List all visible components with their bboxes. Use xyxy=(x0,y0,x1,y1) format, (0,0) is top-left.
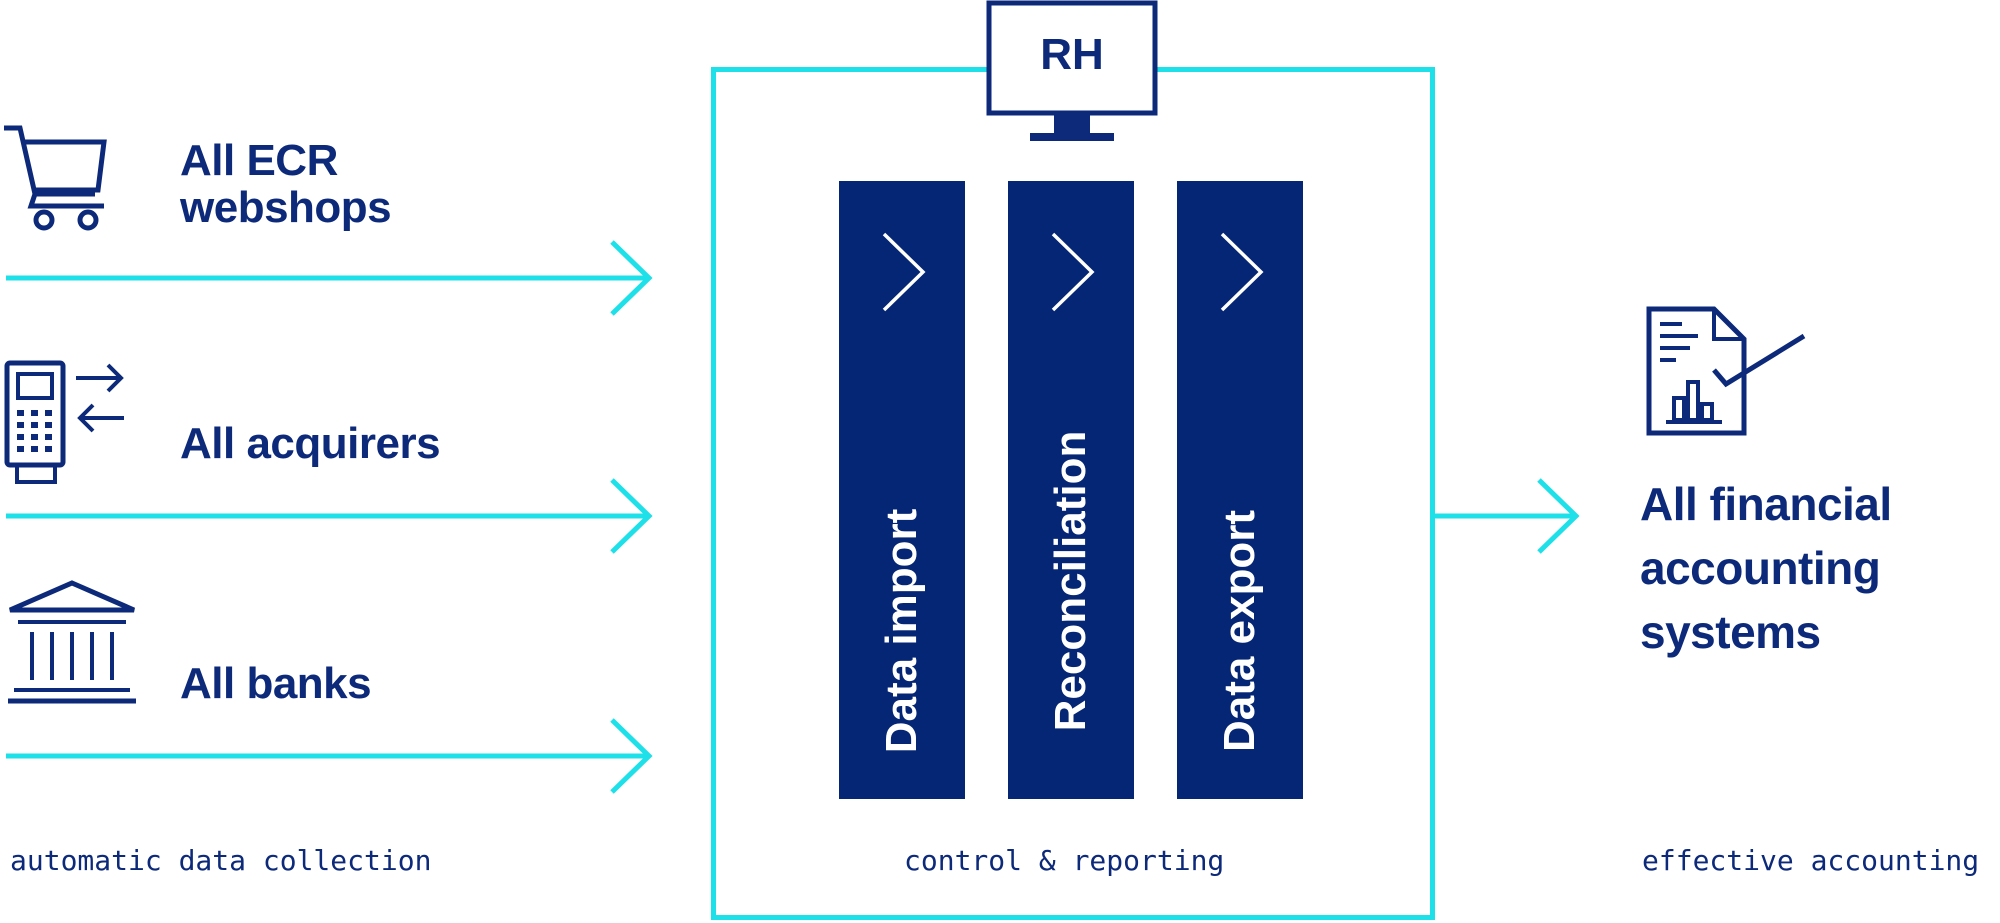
arrow-acquirers xyxy=(6,478,656,554)
column-label-data-export: Data export xyxy=(1215,509,1264,753)
chevron-right-icon xyxy=(1050,231,1095,313)
caption-left: automatic data collection xyxy=(10,844,432,877)
monitor-icon xyxy=(986,0,1158,145)
output-label: All financial accounting systems xyxy=(1640,478,1892,658)
source-label-banks: All banks xyxy=(180,659,372,708)
caption-center: control & reporting xyxy=(904,844,1225,877)
column-data-import: Data import xyxy=(839,181,965,799)
monitor-label: RH xyxy=(1040,30,1104,79)
report-document-icon xyxy=(1646,306,1806,438)
arrow-webshops xyxy=(6,240,656,316)
source-label-webshops: All ECR webshops xyxy=(180,136,392,232)
column-label-data-import: Data import xyxy=(877,508,926,754)
arrow-output xyxy=(1435,478,1581,554)
column-reconciliation: Reconciliation xyxy=(1008,181,1134,799)
shopping-cart-icon xyxy=(0,125,110,234)
payment-terminal-icon xyxy=(4,360,128,486)
caption-right: effective accounting xyxy=(1642,844,1980,877)
column-label-reconciliation: Reconciliation xyxy=(1046,430,1095,732)
column-data-export: Data export xyxy=(1177,181,1303,799)
chevron-right-icon xyxy=(1219,231,1264,313)
source-label-acquirers: All acquirers xyxy=(180,419,441,468)
bank-icon xyxy=(4,580,140,706)
arrow-banks xyxy=(6,718,656,794)
chevron-right-icon xyxy=(881,231,926,313)
